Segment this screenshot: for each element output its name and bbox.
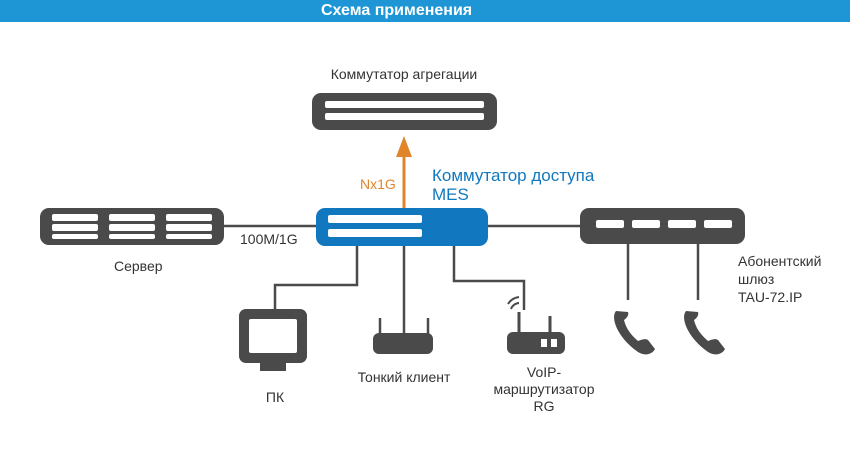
access-switch-label: Коммутатор доступа MES: [432, 166, 594, 204]
server: [40, 208, 224, 245]
link-access-router: [452, 246, 526, 310]
server-link-speed-label: 100M/1G: [240, 231, 298, 247]
aggregation-switch: [312, 93, 497, 130]
router-label-line2: маршрутизатор: [493, 381, 595, 397]
gateway-label: Абонентский шлюз TAU-72.IP: [738, 252, 821, 306]
gateway-label-line3: TAU-72.IP: [738, 289, 803, 305]
page-title: Схема применения: [321, 2, 473, 19]
voip-router-icon: [507, 296, 565, 354]
server-label: Сервер: [114, 258, 163, 274]
gateway-label-line2: шлюз: [738, 271, 775, 287]
uplink-speed-label: Nx1G: [360, 176, 396, 192]
phone-icon-1: [614, 311, 655, 355]
aggregation-switch-label: Коммутатор агрегации: [330, 66, 478, 82]
pc-label: ПК: [265, 389, 285, 405]
router-label-line3: RG: [533, 398, 555, 414]
uplink-arrow: [396, 136, 412, 208]
thin-client-icon: [373, 318, 433, 354]
router-label-line1: VoIP-: [526, 364, 562, 380]
thin-client-label: Тонкий клиент: [357, 369, 451, 385]
access-switch-label-line1: Коммутатор доступа: [432, 166, 595, 185]
phone-icon-2: [684, 311, 725, 355]
pc-icon: [239, 309, 307, 371]
router-label: VoIP- маршрутизатор RG: [474, 364, 614, 415]
gateway-label-line1: Абонентский: [738, 253, 822, 269]
access-switch: [316, 208, 488, 246]
header-bar: Схема применения: [0, 0, 850, 22]
link-access-pc: [273, 246, 359, 310]
subscriber-gateway: [580, 208, 745, 244]
access-switch-label-line2: MES: [432, 185, 469, 204]
connection-lines: [224, 224, 700, 333]
